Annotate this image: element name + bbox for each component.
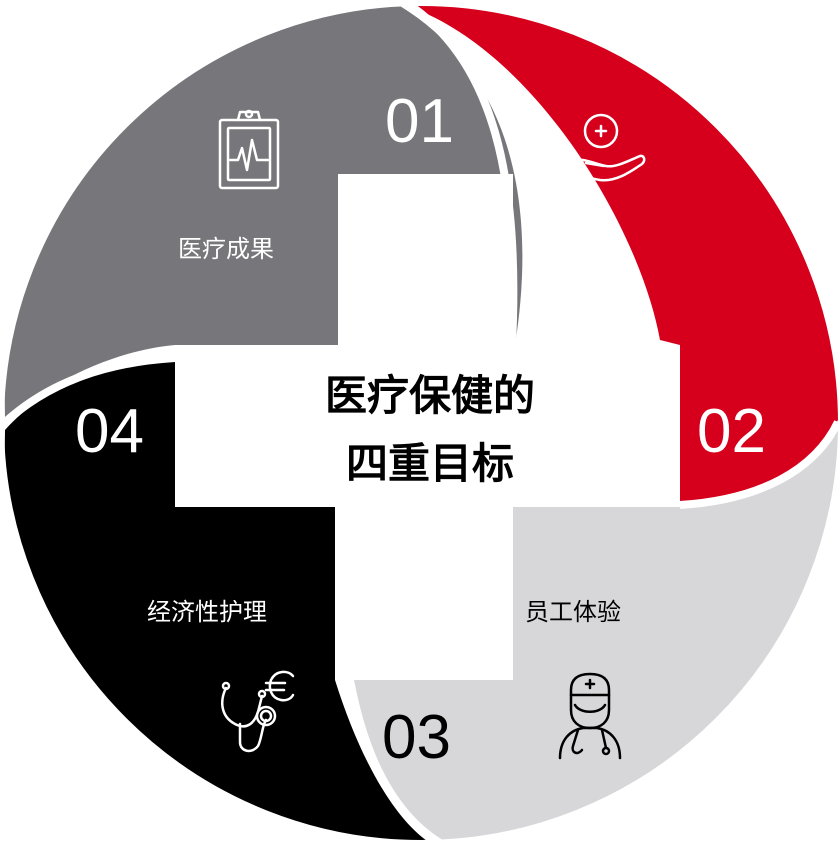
center-title-line1: 医疗保健的 [325,371,535,420]
quadrant-03-number: 03 [382,703,451,772]
quadrant-02-number: 02 [697,397,766,466]
clipboard-heartbeat-icon [218,109,280,190]
quadrant-04-number: 04 [75,397,144,466]
quadrant-02-label: 病患体验 [528,235,624,263]
quadrant-01-number: 01 [385,87,454,156]
hand-medical-cross-icon [570,113,646,182]
quadrant-04-label: 经济性护理 [147,598,267,626]
stethoscope-euro-icon [221,670,295,753]
medical-cross [175,174,680,680]
quadrant-01-label: 医疗成果 [178,235,274,263]
center-title-line2: 四重目标 [346,439,514,488]
doctor-icon [558,672,622,760]
quadrant-03-label: 员工体验 [525,598,621,626]
